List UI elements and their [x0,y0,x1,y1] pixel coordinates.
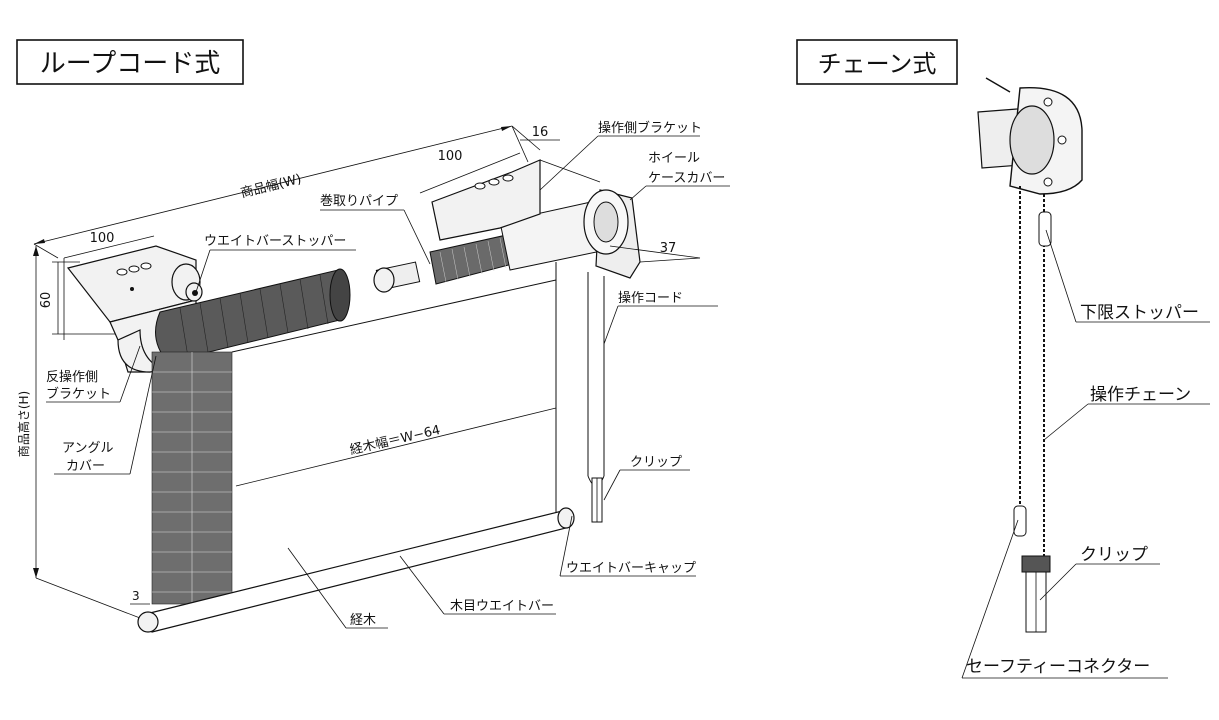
label-rev-bracket-2: ブラケット [46,386,111,402]
label-weight-stopper: ウエイトバーストッパー [204,234,346,249]
dim-100-top-text: 100 [438,149,463,164]
product-height-label: 商品高さ(H) [16,391,31,457]
dim-16: 16 [520,125,560,141]
wheel-case-cover [583,189,701,279]
blind-outline [231,262,557,520]
height-dimension: 商品高さ(H) [16,246,141,619]
operating-bracket [431,159,601,241]
leaders-loop [46,135,730,629]
label-chain-clip: クリップ [1080,545,1148,565]
label-angle-cover-2: カバー [66,459,105,474]
label-lower-stopper: 下限ストッパー [1080,303,1199,323]
label-wheel-cover-1: ホイール [648,151,700,166]
label-warp: 経木 [350,613,376,628]
label-roll-pipe: 巻取りパイプ [320,194,398,209]
title-loop-cord-text: ループコード式 [40,49,220,79]
dim-60-text: 60 [39,292,54,309]
title-loop-cord: ループコード式 [16,39,244,85]
product-width-label: 商品幅(W) [239,172,303,202]
dim-100-top: 100 [419,125,529,194]
dim-100-left: 100 [63,231,155,340]
leaders-chain [961,229,1210,679]
dim-60: 60 [39,261,120,335]
hanging-blind [151,351,233,605]
label-op-cord: 操作コード [618,290,683,306]
label-rev-bracket-1: 反操作側 [46,369,98,385]
title-chain-text: チェーン式 [818,50,937,78]
label-op-bracket: 操作側ブラケット [598,120,702,136]
rolled-blind [155,268,351,363]
operating-cord [587,272,605,523]
label-wood-weight-bar: 木目ウエイトバー [450,599,554,614]
title-chain: チェーン式 [796,39,958,85]
label-wheel-cover-2: ケースカバー [648,171,725,186]
dim-100-left-text: 100 [90,231,115,246]
wood-weight-bar [137,507,575,633]
label-clip: クリップ [630,455,682,470]
dim-37-text: 37 [660,241,677,256]
weight-bar-stopper [171,263,203,302]
label-angle-cover-1: アングル [62,441,113,456]
label-safety-connector: セーフティーコネクター [966,657,1150,677]
label-op-chain: 操作チェーン [1090,385,1191,405]
dim-16-text: 16 [532,125,549,140]
chain-assembly [977,77,1083,633]
label-dim-3: 3 [132,589,140,603]
label-warp-width: 経木幅＝W−64 [349,423,442,458]
label-weight-cap: ウエイトバーキャップ [566,561,696,576]
